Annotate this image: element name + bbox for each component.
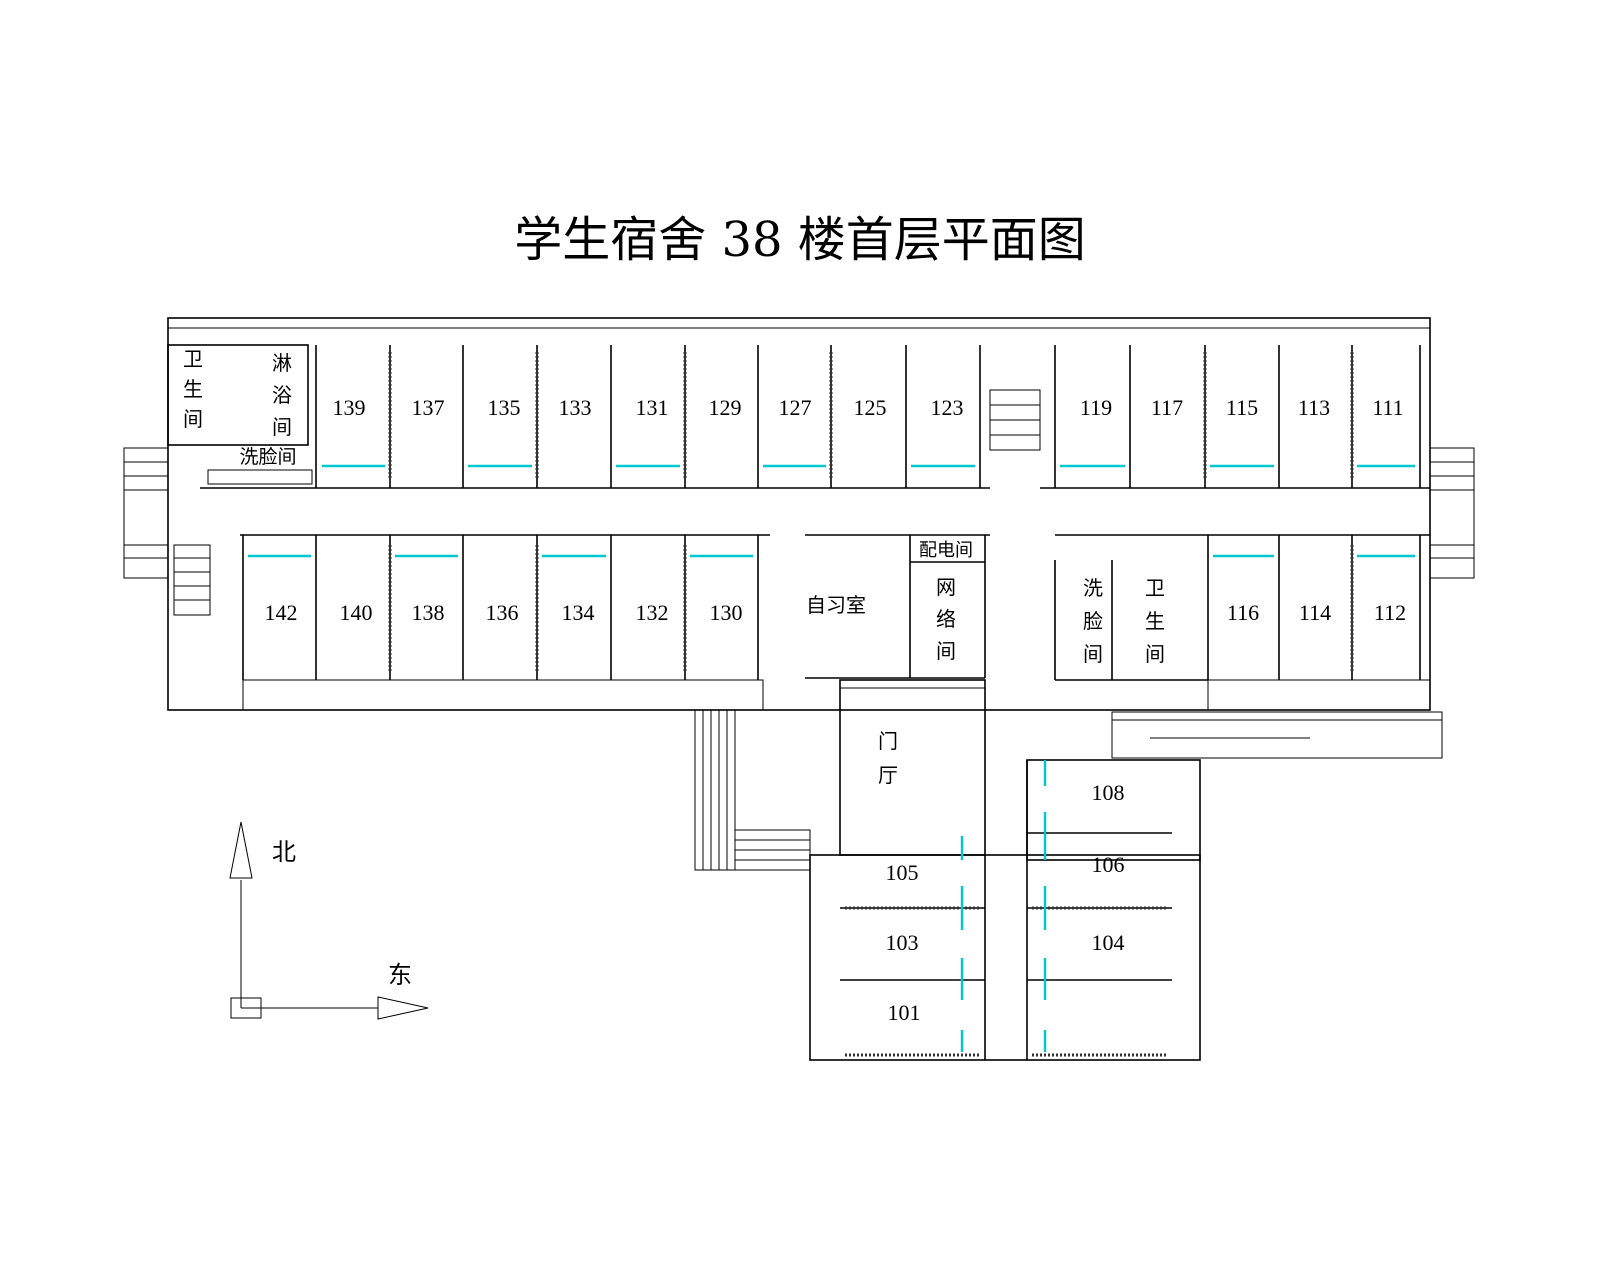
label-wc-east: 卫 xyxy=(1145,578,1165,600)
room-105: 105 xyxy=(886,860,919,885)
room-132: 132 xyxy=(636,600,669,625)
label-washroom-east: 脸 xyxy=(1083,610,1103,633)
room-134: 134 xyxy=(562,600,595,625)
room-123: 123 xyxy=(931,395,964,420)
room-101: 101 xyxy=(888,1000,921,1025)
label-shower: 浴 xyxy=(272,384,292,407)
room-140: 140 xyxy=(340,600,373,625)
room-103: 103 xyxy=(886,930,919,955)
room-142: 142 xyxy=(265,600,298,625)
label-wc-west: 生 xyxy=(183,378,203,401)
room-127: 127 xyxy=(779,395,812,420)
label-shower: 间 xyxy=(272,416,292,439)
room-138: 138 xyxy=(412,600,445,625)
room-135: 135 xyxy=(488,395,521,420)
room-112: 112 xyxy=(1374,600,1406,625)
room-130: 130 xyxy=(710,600,743,625)
room-133: 133 xyxy=(559,395,592,420)
compass xyxy=(229,821,429,1020)
room-106: 106 xyxy=(1092,852,1125,877)
label-wc-east: 间 xyxy=(1145,643,1165,666)
door-marks xyxy=(248,464,1415,558)
compass-north-label: 北 xyxy=(272,839,296,866)
label-study-room: 自习室 xyxy=(806,594,866,617)
room-136: 136 xyxy=(486,600,519,625)
compass-east-label: 东 xyxy=(388,962,412,989)
label-power-room: 配电间 xyxy=(919,540,973,560)
room-116: 116 xyxy=(1227,600,1259,625)
label-network-room: 间 xyxy=(936,640,956,663)
room-114: 114 xyxy=(1299,600,1331,625)
label-network-room: 络 xyxy=(936,608,956,631)
label-washroom-west: 洗脸间 xyxy=(239,446,296,468)
label-washroom-east: 洗 xyxy=(1083,577,1103,600)
label-lobby: 门 xyxy=(878,730,898,753)
label-network-room: 网 xyxy=(936,577,956,599)
room-108: 108 xyxy=(1092,780,1125,805)
label-washroom-east: 间 xyxy=(1083,643,1103,666)
room-131: 131 xyxy=(636,395,669,420)
room-111: 111 xyxy=(1372,395,1403,420)
room-104: 104 xyxy=(1092,930,1125,955)
building-outline xyxy=(123,317,1475,711)
label-wc-east: 生 xyxy=(1145,610,1165,633)
room-117: 117 xyxy=(1151,395,1183,420)
label-wc-west: 卫 xyxy=(183,349,203,371)
room-139: 139 xyxy=(333,395,366,420)
party-wall-hatch xyxy=(388,352,1354,672)
south-wing xyxy=(694,679,1443,1061)
room-125: 125 xyxy=(854,395,887,420)
room-119: 119 xyxy=(1080,395,1112,420)
room-129: 129 xyxy=(709,395,742,420)
room-113: 113 xyxy=(1298,395,1330,420)
room-137: 137 xyxy=(412,395,445,420)
label-lobby: 厅 xyxy=(878,765,898,787)
label-shower: 淋 xyxy=(272,352,292,375)
page-title: 学生宿舍 38 楼首层平面图 xyxy=(514,212,1086,268)
room-115: 115 xyxy=(1226,395,1258,420)
label-wc-west: 间 xyxy=(183,408,203,431)
